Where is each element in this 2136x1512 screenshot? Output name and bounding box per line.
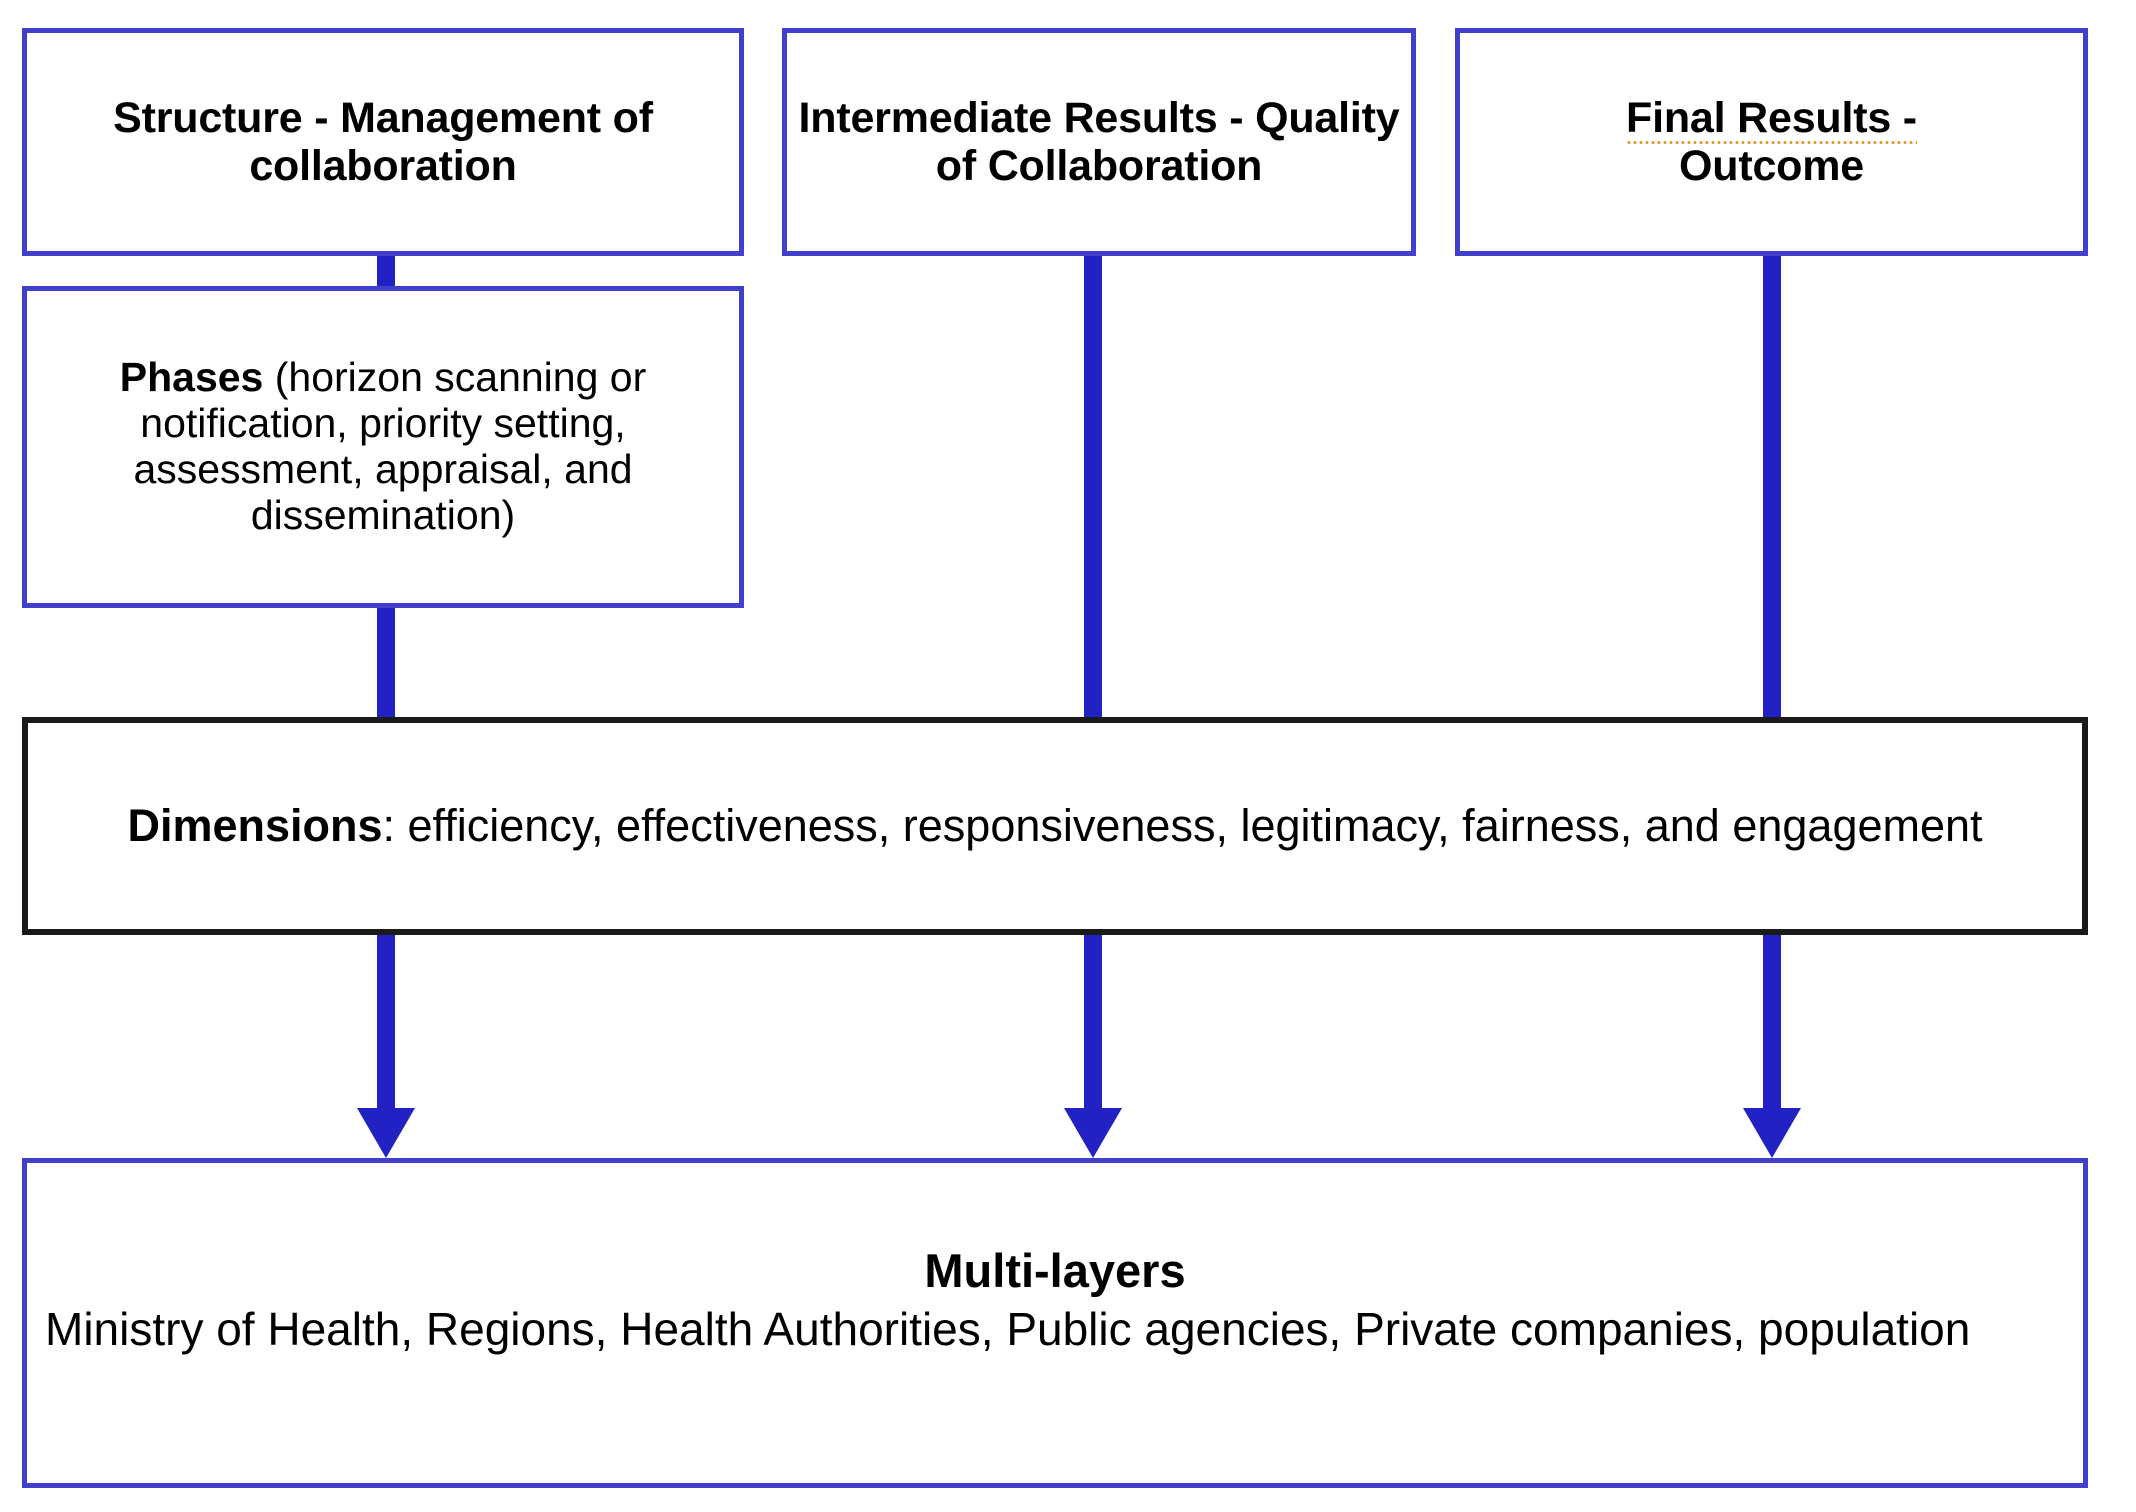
node-intermediate-results[interactable]: Intermediate Results - Quality of Collab… (782, 28, 1416, 256)
node-multilayers-heading: Multi-layers (924, 1244, 1186, 1297)
node-phases-label: Phases (horizon scanning or notification… (27, 354, 739, 539)
arrowhead-left (357, 1108, 415, 1158)
node-final-results-label: Final Results - Outcome (1460, 94, 2083, 190)
connector-dimensions-to-multilayers-center (1084, 930, 1102, 1110)
node-multilayers-body: Ministry of Health, Regions, Health Auth… (45, 1302, 1971, 1355)
connector-dimensions-to-multilayers-left (377, 930, 395, 1110)
connector-intermediate-to-dimensions (1084, 253, 1102, 719)
node-final-results-label-line2: Outcome (1679, 142, 1864, 190)
connector-dimensions-to-multilayers-right (1763, 930, 1781, 1110)
connector-structure-to-phases (377, 253, 395, 289)
connector-phases-to-dimensions (377, 604, 395, 719)
node-dimensions-body: : efficiency, effectiveness, responsiven… (382, 799, 1983, 851)
node-multilayers[interactable]: Multi-layers Ministry of Health, Regions… (22, 1158, 2088, 1488)
node-phases-body: (horizon scanning or notification, prior… (133, 354, 647, 538)
node-phases[interactable]: Phases (horizon scanning or notification… (22, 286, 744, 608)
node-dimensions-keyword: Dimensions (127, 799, 383, 851)
spellcheck-underlined-text: Final Results - (1626, 93, 1917, 145)
arrowhead-center (1064, 1108, 1122, 1158)
node-structure[interactable]: Structure - Management of collaboration (22, 28, 744, 256)
node-dimensions-label: Dimensions: efficiency, effectiveness, r… (28, 799, 2082, 851)
node-dimensions[interactable]: Dimensions: efficiency, effectiveness, r… (22, 717, 2088, 935)
arrowhead-right (1743, 1108, 1801, 1158)
node-final-results[interactable]: Final Results - Outcome (1455, 28, 2088, 256)
node-phases-keyword: Phases (119, 354, 264, 401)
connector-final-to-dimensions (1763, 253, 1781, 719)
node-intermediate-results-label: Intermediate Results - Quality of Collab… (798, 93, 1400, 190)
node-structure-label: Structure - Management of collaboration (113, 93, 653, 190)
